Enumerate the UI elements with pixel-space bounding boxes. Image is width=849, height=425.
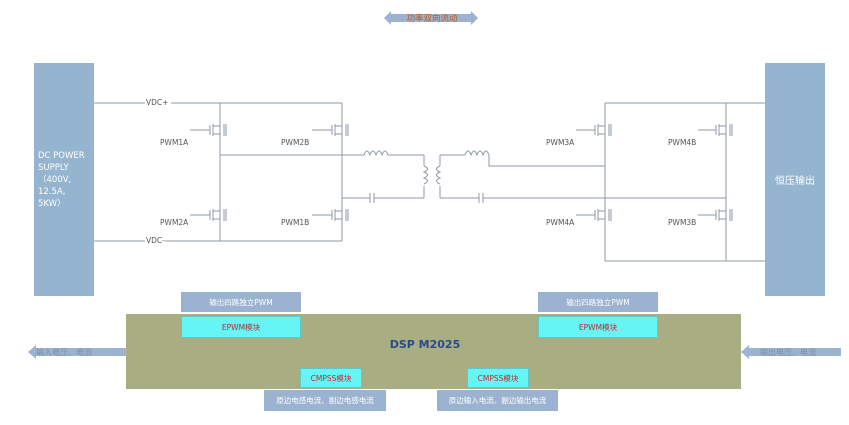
output-label: 恒压输出 — [775, 176, 815, 187]
pwm4a-label: PWM4A — [546, 218, 575, 227]
left-cmpss-description: 原边电感电流、副边电感电流 — [264, 390, 386, 411]
right-cmpss-module: CMPSS模块 — [467, 368, 529, 388]
input-arrow-icon — [28, 345, 126, 359]
vdc-minus-label: VDC- — [146, 236, 165, 245]
left-epwm-module: EPWM模块 — [181, 316, 301, 338]
pwm1b-label: PWM1B — [281, 218, 310, 227]
pwm4b-label: PWM4B — [668, 138, 697, 147]
pwm3a-label: PWM3A — [546, 138, 575, 147]
left-cmpss-module: CMPSS模块 — [300, 368, 362, 388]
dab-circuit-diagram — [94, 102, 765, 262]
pwm3b-label: PWM3B — [668, 218, 697, 227]
pwm2b-label: PWM2B — [281, 138, 310, 147]
right-pwm-output-box: 输出四路独立PWM — [538, 292, 658, 312]
dc-power-line: 12.5A, — [38, 186, 66, 197]
dc-power-line: （400V, — [38, 174, 72, 185]
input-voltage-current-label: 输入电压、电流 — [36, 347, 92, 357]
left-pwm-output-box: 输出四路独立PWM — [181, 292, 301, 312]
output-arrow-icon — [741, 345, 841, 359]
dsp-title: DSP M2025 — [389, 337, 461, 351]
right-cmpss-description: 原边输入电流、副边输出电流 — [437, 390, 558, 411]
dc-power-line: DC POWER — [38, 150, 85, 161]
vdc-plus-label: VDC+ — [146, 98, 169, 107]
dc-power-line: 5KW） — [38, 198, 66, 209]
right-epwm-module: EPWM模块 — [538, 316, 658, 338]
pwm2a-label: PWM2A — [160, 218, 189, 227]
bidirectional-arrow-icon — [384, 11, 478, 25]
power-flow-label: 功率双向流动 — [406, 14, 458, 24]
constant-voltage-output-box: 恒压输出 — [765, 63, 825, 296]
dc-power-line: SUPPLY — [38, 162, 69, 173]
dc-power-supply-box: DC POWER SUPPLY （400V, 12.5A, 5KW） — [34, 63, 94, 296]
output-voltage-current-label: 输出电压、电流 — [760, 347, 816, 357]
pwm1a-label: PWM1A — [160, 138, 189, 147]
